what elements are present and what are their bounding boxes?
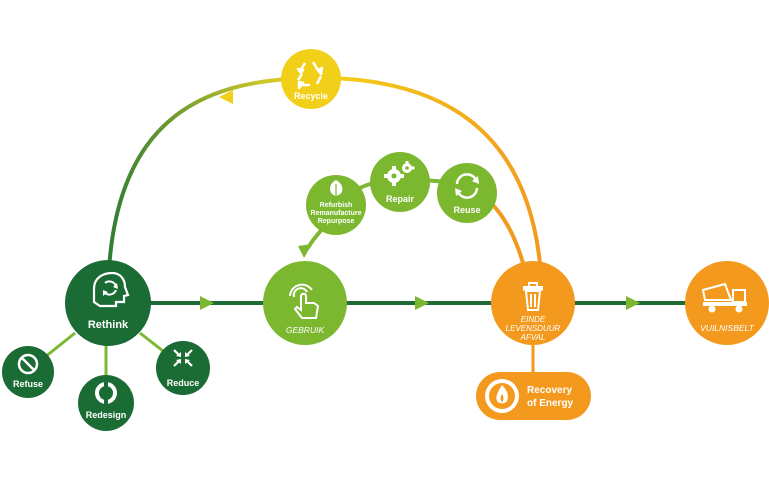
recovery-label-line1: Recovery [527, 385, 572, 396]
gebruik-label: GEBRUIK [286, 325, 325, 335]
compress-arrows-icon [173, 349, 193, 367]
flow-arrow-3 [626, 296, 640, 310]
leaf-icon [330, 180, 343, 196]
recycle-label: Recycle [294, 91, 328, 101]
redesign-label: Redesign [86, 410, 127, 420]
to-gebruik-arrow [298, 244, 312, 258]
einde-label-line2: LEVENSDUUR [506, 324, 561, 333]
reduce-node[interactable]: Reduce [156, 341, 210, 395]
flame-icon [496, 385, 508, 404]
garbage-truck-icon [701, 282, 747, 313]
gebruik-node[interactable]: GEBRUIK [263, 261, 347, 345]
repair-label: Repair [386, 194, 415, 204]
reuse-node[interactable]: Reuse [437, 163, 497, 223]
recycle-node[interactable]: Recycle [281, 49, 341, 109]
vuilnisbelt-node[interactable]: VUILNISBELT [685, 261, 769, 345]
flow-arrow-2 [415, 296, 429, 310]
no-entry-icon [17, 353, 39, 375]
flow-arrow-1 [200, 296, 214, 310]
recycle-arc-arrow [219, 90, 233, 104]
recovery-node[interactable]: Recovery of Energy [476, 372, 591, 420]
redesign-ring-icon [95, 382, 117, 404]
refurbish-label-line2: Remanufacture [311, 210, 362, 217]
refurbish-node[interactable]: Refurbish Remanufacture Repurpose [306, 175, 366, 235]
einde-node[interactable]: EINDE LEVENSDUUR AFVAL [491, 261, 575, 345]
touch-hand-icon [289, 283, 320, 319]
refuse-label: Refuse [13, 379, 43, 389]
refuse-node[interactable]: Refuse [2, 346, 54, 398]
einde-label-line3: AFVAL [520, 333, 546, 342]
recycle-icon [296, 61, 324, 90]
redesign-node[interactable]: Redesign [78, 375, 134, 431]
einde-label-line1: EINDE [521, 315, 546, 324]
gears-icon [384, 161, 415, 186]
trash-bin-icon [523, 282, 543, 311]
head-cycle-icon [92, 271, 130, 308]
rethink-label: Rethink [88, 319, 129, 331]
reuse-arrows-icon [455, 173, 479, 199]
refurbish-label-line3: Repurpose [318, 218, 355, 225]
recovery-label-line2: of Energy [527, 398, 574, 409]
reuse-label: Reuse [453, 205, 480, 215]
vuilnisbelt-label: VUILNISBELT [700, 323, 755, 333]
rethink-node[interactable]: Rethink [65, 260, 151, 346]
refurbish-label-line1: Refurbish [320, 202, 353, 209]
reduce-label: Reduce [167, 378, 200, 388]
repair-node[interactable]: Repair [370, 152, 430, 212]
